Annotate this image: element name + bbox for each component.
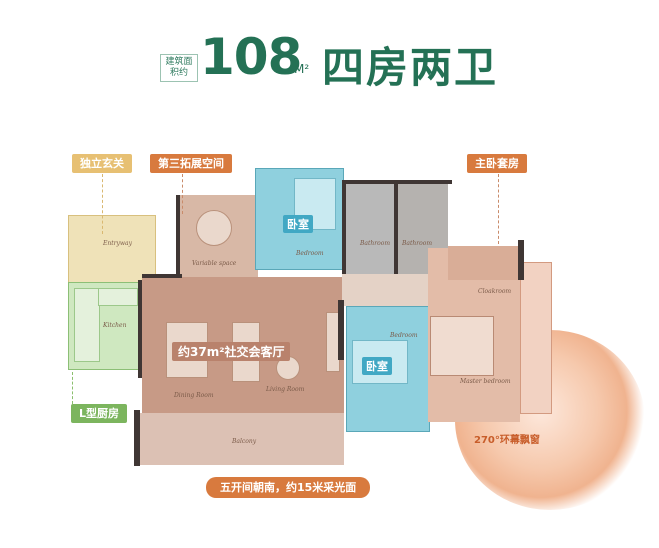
cloakroom-area (448, 246, 520, 280)
variable-space-label: Variable space (192, 260, 237, 267)
tag-master-suite-pointer (498, 174, 500, 244)
round-table (196, 210, 232, 246)
south-facing-caption: 五开间朝南，约15米采光面 (206, 477, 371, 498)
bay-window (520, 262, 552, 414)
wall-master-right (518, 240, 524, 280)
bathroom-2-label: Bathroom (402, 240, 433, 247)
master-bedroom-label: Master bedroom (460, 378, 511, 385)
area-unit: M² (294, 62, 310, 76)
tag-entry: 独立玄关 (72, 154, 132, 173)
master-bed (430, 316, 494, 376)
tag-entry-pointer (102, 174, 104, 234)
wall-bath-mid (394, 182, 398, 274)
entryway-area (68, 215, 156, 283)
tag-third-space: 第三拓展空间 (150, 154, 232, 173)
wall-balcony-left (134, 410, 140, 466)
kitchen-label: Kitchen (103, 322, 127, 329)
balcony-label: Balcony (232, 438, 257, 445)
entryway-label: Entryway (103, 240, 133, 247)
area-number: 108 (200, 28, 302, 86)
area-label: 建筑面积约 (160, 54, 198, 82)
kitchen-top-counter (98, 288, 138, 306)
wall-living-right (338, 300, 344, 360)
tag-kitchen: L型厨房 (71, 404, 128, 423)
wall-top-variable (176, 195, 180, 277)
bathroom-1-label: Bathroom (360, 240, 391, 247)
bedroom-bottom-cn-label: 卧室 (362, 357, 392, 375)
dining-room-label: Dining Room (174, 392, 214, 399)
bedroom-2-label: Bedroom (390, 332, 418, 339)
bedroom-1-label: Bedroom (296, 250, 324, 257)
bedroom-top-cn-label: 卧室 (283, 215, 313, 233)
wall-bath-top (342, 180, 452, 184)
kitchen-counter (74, 288, 100, 362)
wall-top-left (142, 274, 182, 278)
living-cn-label: 约37m²社交会客厅 (172, 342, 291, 361)
bay-window-caption: 270°环幕飘窗 (474, 435, 540, 446)
page-title: 四房两卫 (322, 43, 499, 92)
cloakroom-label: Cloakroom (478, 288, 512, 295)
tag-master-suite: 主卧套房 (467, 154, 527, 173)
living-room-label: Living Room (266, 386, 305, 393)
bathroom-1-area (342, 182, 396, 274)
corridor (342, 274, 428, 306)
balcony-area (135, 413, 344, 465)
tag-third-space-pointer (182, 174, 184, 214)
tag-kitchen-pointer (72, 372, 74, 404)
wall-left-kitchen (138, 280, 142, 378)
wall-bath-left (342, 182, 346, 274)
